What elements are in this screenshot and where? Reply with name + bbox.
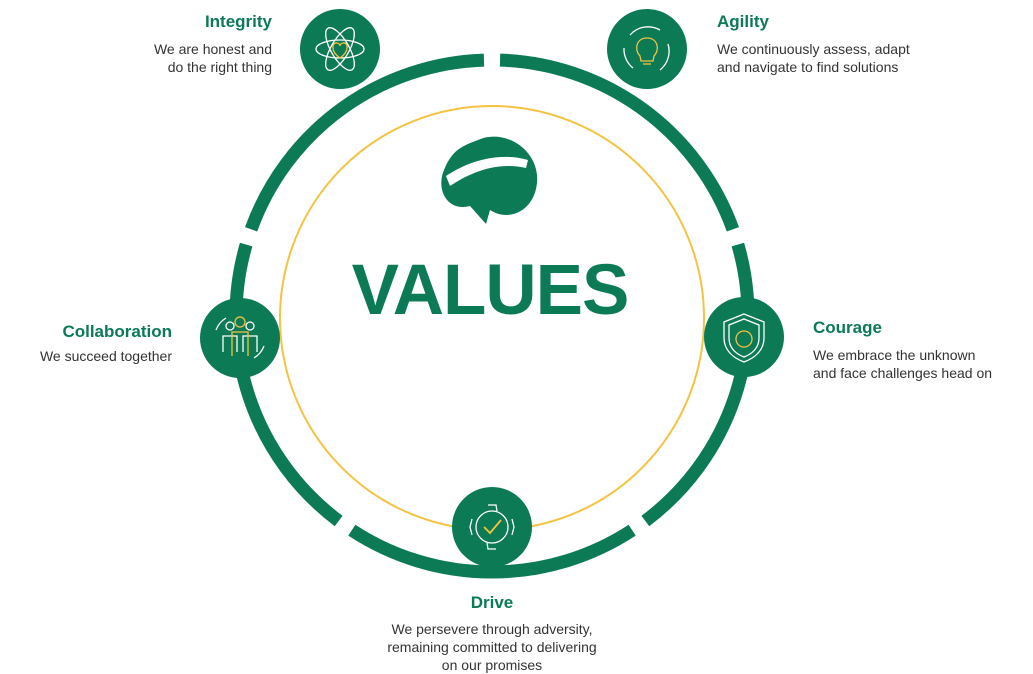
ring-segment — [348, 524, 636, 579]
drive-desc-line: on our promises — [441, 657, 543, 673]
integrity-desc-line: We are honest and — [153, 41, 272, 57]
courage-description: We embrace the unknown and face challeng… — [813, 346, 992, 382]
ring-segment — [641, 242, 755, 527]
integrity-node — [300, 9, 380, 89]
outer-ring — [229, 53, 755, 579]
drive-desc-line: remaining committed to delivering — [387, 639, 597, 655]
courage-desc-line: and face challenges head on — [813, 365, 993, 381]
drive-description: We persevere through adversity, remainin… — [342, 620, 642, 674]
drive-title: Drive — [470, 593, 514, 612]
ring-segment — [229, 242, 343, 527]
ring-segment — [499, 53, 739, 232]
agility-description: We continuously assess, adapt and naviga… — [717, 40, 910, 76]
collaboration-title: Collaboration — [62, 322, 172, 341]
courage-node — [704, 297, 784, 377]
courage-desc-line: We embrace the unknown — [813, 347, 976, 363]
courage-title: Courage — [813, 318, 882, 337]
values-title: VALUES — [351, 251, 630, 330]
integrity-desc-line: do the right thing — [167, 59, 272, 75]
ring-segment — [245, 53, 485, 232]
integrity-title: Integrity — [204, 12, 272, 31]
gear-check-icon — [469, 504, 515, 550]
drive-desc-line: We persevere through adversity, — [391, 621, 593, 637]
shield-icon — [723, 313, 765, 363]
atom-heart-icon — [315, 27, 365, 71]
speech-bubble-e-logo-icon — [441, 136, 538, 224]
collaboration-node — [200, 298, 280, 378]
agility-desc-line: We continuously assess, adapt — [717, 41, 910, 57]
agility-title: Agility — [717, 12, 769, 31]
agility-node — [607, 9, 687, 89]
integrity-description: We are honest and do the right thing — [100, 40, 272, 76]
collaboration-desc-line: We succeed together — [39, 348, 172, 364]
lightbulb-cycle-icon — [623, 26, 670, 71]
agility-desc-line: and navigate to find solutions — [717, 59, 899, 75]
drive-node — [452, 487, 532, 567]
collaboration-description: We succeed together — [0, 347, 172, 365]
people-group-icon — [215, 316, 265, 359]
